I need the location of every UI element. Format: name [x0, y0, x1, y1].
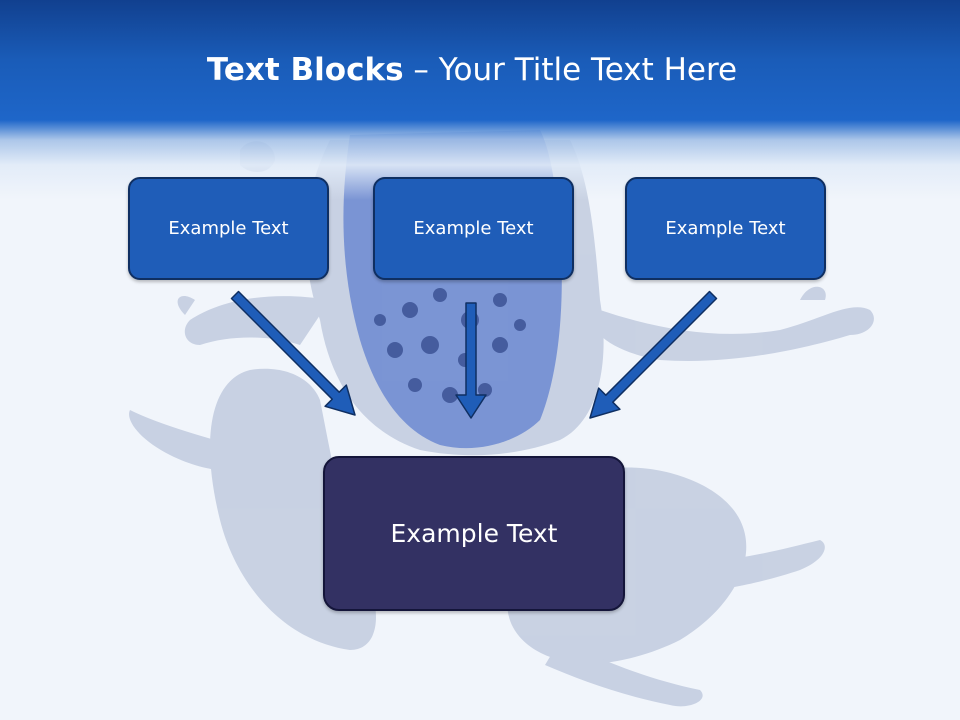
text-block-3-label: Example Text [665, 218, 786, 239]
header-band [0, 0, 960, 200]
text-block-1: Example Text [128, 177, 329, 280]
text-block-2-label: Example Text [413, 218, 534, 239]
text-block-3: Example Text [625, 177, 826, 280]
main-text-block-label: Example Text [390, 519, 558, 548]
text-block-1-label: Example Text [168, 218, 289, 239]
slide-title: Text Blocks – Your Title Text Here [0, 52, 944, 88]
title-rest: Your Title Text Here [438, 52, 738, 88]
title-separator: – [403, 52, 439, 88]
title-bold: Text Blocks [206, 52, 404, 88]
main-text-block: Example Text [323, 456, 625, 611]
text-block-2: Example Text [373, 177, 574, 280]
